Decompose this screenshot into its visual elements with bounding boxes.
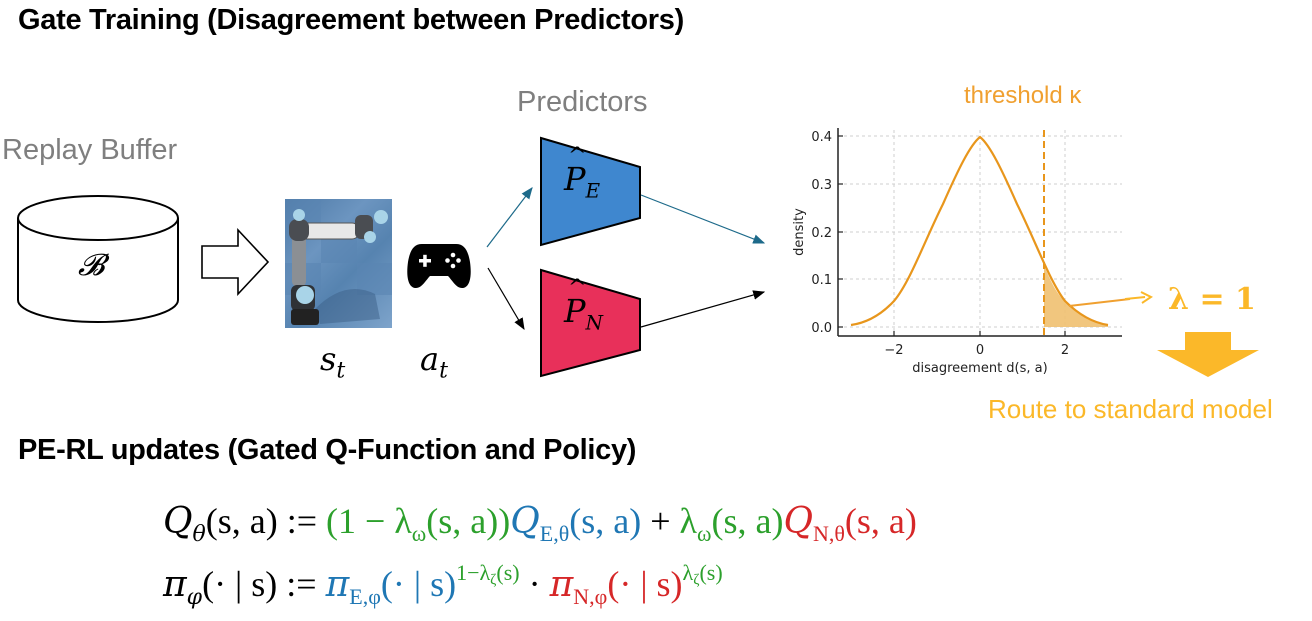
predictor-network — [486, 136, 766, 378]
pe-rl-title: PE-RL updates (Gated Q-Function and Poli… — [18, 434, 637, 466]
threshold-label: threshold κ — [964, 82, 1082, 109]
replay-buffer-label: Replay Buffer — [2, 134, 178, 166]
route-label: Route to standard model — [988, 394, 1273, 424]
lambda-equals-one: λ = 1 — [1168, 282, 1256, 317]
policy-equation: πφ(· | s) := πE,φ(· | s)1−λζ(s) · πN,φ(·… — [163, 560, 723, 610]
ytick-label: 0.0 — [811, 321, 832, 336]
ytick-label: 0.4 — [811, 130, 832, 145]
disagreement-density-chart: 0.4 0.3 0.2 0.1 0.0 −2 0 2 disagreement … — [792, 128, 1131, 376]
density-curve — [850, 135, 1109, 327]
shaded-tail-region — [1044, 265, 1108, 327]
predictor-novice-label: ^PN — [564, 276, 604, 335]
ytick-label: 0.2 — [811, 226, 832, 241]
buffer-symbol: 𝓑 — [78, 248, 105, 283]
action-label: at — [420, 340, 448, 384]
xtick-label: 2 — [1061, 343, 1069, 358]
robot-arm-icon — [285, 199, 392, 325]
database-cylinder-icon — [17, 195, 179, 323]
predictor-expert-label: ^PE — [564, 144, 601, 203]
predictors-label: Predictors — [517, 86, 648, 118]
ytick-label: 0.3 — [811, 178, 832, 193]
down-arrow-icon — [1157, 332, 1259, 377]
xtick-label: −2 — [884, 343, 903, 358]
predictor-expert-block — [540, 136, 641, 247]
q-function-equation: Qθ(s, a) := (1 − λω(s, a))QE,θ(s, a) + λ… — [163, 501, 917, 547]
robot-arm-image — [285, 199, 392, 328]
x-axis-label: disagreement d(s, a) — [912, 361, 1047, 376]
xtick-label: 0 — [976, 343, 984, 358]
predictor-novice-block — [540, 268, 641, 378]
ytick-label: 0.1 — [811, 273, 832, 288]
annotation-arrow-icon — [1125, 291, 1153, 304]
state-label: st — [320, 340, 346, 384]
gate-training-title: Gate Training (Disagreement between Pred… — [18, 4, 684, 36]
hollow-right-arrow-icon — [201, 228, 270, 296]
y-axis-label: density — [792, 208, 807, 256]
gamepad-icon — [407, 244, 471, 288]
